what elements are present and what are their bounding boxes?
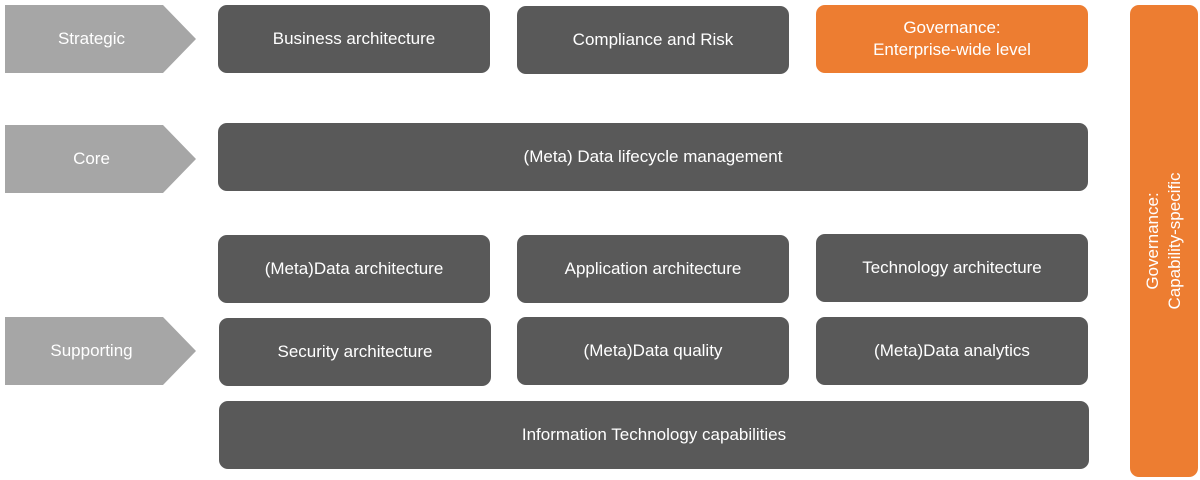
application-architecture-box: Application architecture [517,235,789,303]
compliance-and-risk-label: Compliance and Risk [572,30,734,49]
governance-capability-label: Governance: Capability-specific [1142,173,1186,310]
data-lifecycle-label: (Meta) Data lifecycle management [523,147,783,166]
business-architecture-label: Business architecture [272,29,436,48]
level-supporting-chevron: Supporting [5,317,196,385]
data-analytics-label: (Meta)Data analytics [874,341,1030,360]
business-architecture-box: Business architecture [218,5,490,73]
security-architecture-label: Security architecture [277,342,433,361]
compliance-and-risk-box: Compliance and Risk [517,6,789,74]
level-supporting-label: Supporting [50,341,133,360]
level-core-chevron: Core [5,125,196,193]
security-architecture-box: Security architecture [219,318,491,386]
data-architecture-label: (Meta)Data architecture [264,259,444,278]
data-architecture-box: (Meta)Data architecture [218,235,490,303]
technology-architecture-label: Technology architecture [862,258,1042,277]
governance-capability-line-2: Capability-specific [1165,172,1184,310]
it-capabilities-box: Information Technology capabilities [219,401,1089,469]
governance-capability-bar: Governance: Capability-specific [1130,5,1198,477]
data-quality-label: (Meta)Data quality [583,341,723,360]
governance-enterprise-box: Governance: Enterprise-wide level [816,5,1088,73]
governance-enterprise-line-2: Enterprise-wide level [873,40,1031,59]
level-strategic-chevron: Strategic [5,5,196,73]
technology-architecture-box: Technology architecture [816,234,1088,302]
governance-enterprise-label: Governance: Enterprise-wide level [873,17,1031,61]
governance-enterprise-line-1: Governance: [903,18,1001,37]
data-quality-box: (Meta)Data quality [517,317,789,385]
it-capabilities-label: Information Technology capabilities [521,425,787,444]
data-lifecycle-box: (Meta) Data lifecycle management [218,123,1088,191]
level-core-label: Core [73,149,110,168]
application-architecture-label: Application architecture [564,259,742,278]
governance-capability-line-1: Governance: [1143,192,1162,290]
level-strategic-label: Strategic [57,29,126,48]
data-analytics-box: (Meta)Data analytics [816,317,1088,385]
